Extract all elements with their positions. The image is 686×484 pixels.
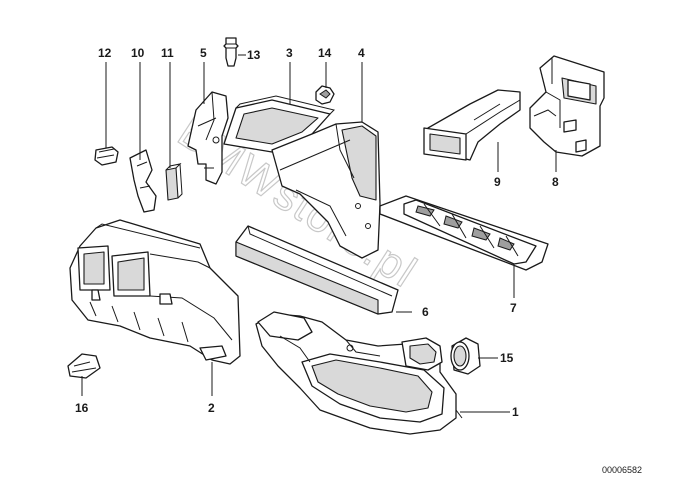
part-2-air-intake[interactable]	[69, 219, 241, 365]
part-9-square-duct[interactable]	[423, 89, 521, 161]
callout-15: 15	[500, 351, 514, 365]
callout-2: 2	[208, 401, 215, 415]
callout-8: 8	[552, 175, 559, 189]
callout-7: 7	[510, 301, 517, 315]
callout-16: 16	[75, 401, 89, 415]
part-15-sleeve[interactable]	[450, 337, 481, 375]
callout-11: 11	[161, 46, 174, 60]
part-12-clip[interactable]	[94, 146, 119, 166]
callout-10: 10	[131, 46, 145, 60]
leader-lines	[81, 54, 557, 413]
part-11-strip[interactable]	[165, 162, 183, 201]
part-13-push-pin[interactable]	[223, 37, 239, 67]
part-7-grille[interactable]	[379, 195, 549, 271]
part-5-side-panel[interactable]	[187, 91, 229, 185]
part-4-cowl-panel[interactable]	[271, 121, 381, 259]
callout-3: 3	[286, 46, 293, 60]
callout-1: 1	[512, 405, 519, 419]
reference-code: 00006582	[602, 465, 642, 475]
part-6-cross-beam[interactable]	[235, 225, 399, 315]
part-10-bracket[interactable]	[129, 149, 157, 213]
part-1-main-duct[interactable]	[255, 311, 463, 435]
part-14-grommet[interactable]	[315, 85, 335, 105]
part-16-clip[interactable]	[67, 353, 101, 379]
part-8-blower-housing[interactable]	[529, 55, 605, 157]
callout-13: 13	[247, 48, 261, 62]
callout-12: 12	[98, 46, 112, 60]
callout-5: 5	[200, 46, 207, 60]
callout-9: 9	[494, 175, 501, 189]
callout-14: 14	[318, 46, 332, 60]
callout-6: 6	[422, 305, 429, 319]
callout-4: 4	[358, 46, 365, 60]
